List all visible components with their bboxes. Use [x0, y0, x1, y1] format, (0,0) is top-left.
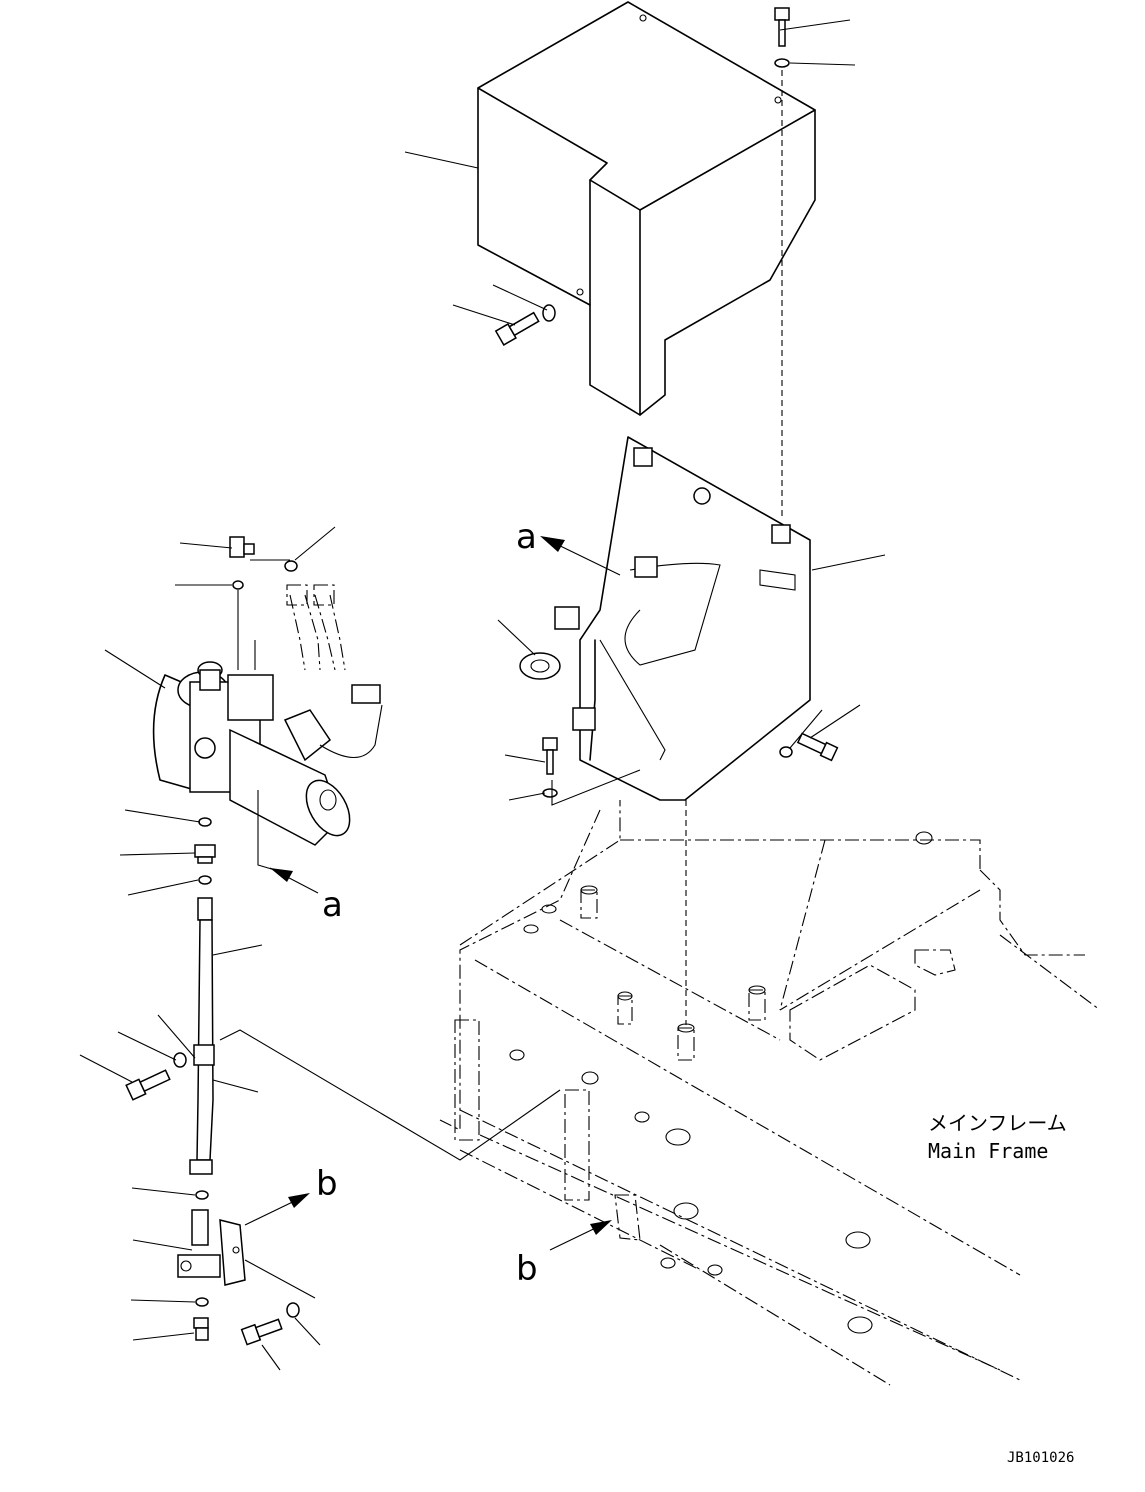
- o-ring: [232, 580, 244, 590]
- washer: [173, 1052, 187, 1068]
- hose-pair: [286, 584, 346, 671]
- main-frame: [439, 800, 1101, 1386]
- cover-panel: [477, 1, 816, 416]
- grommet: [519, 652, 561, 680]
- tee-fitting: [177, 1209, 246, 1286]
- plug: [193, 1317, 209, 1341]
- bracket: [554, 436, 811, 801]
- o-ring: [195, 1297, 209, 1307]
- elbow-fitting: [229, 536, 255, 558]
- main-frame-label-jp: メインフレーム: [928, 1111, 1067, 1135]
- washer: [779, 746, 793, 758]
- view-arrow-a-left: a: [269, 867, 343, 925]
- bolt: [494, 311, 540, 346]
- svg-text:b: b: [516, 1249, 538, 1289]
- frame-boss: [509, 831, 933, 1334]
- o-ring: [198, 875, 212, 885]
- o-ring: [284, 560, 298, 572]
- view-arrow-a-top: a: [516, 517, 621, 576]
- washer: [542, 788, 558, 798]
- bolt: [240, 1318, 283, 1346]
- main-frame-label-en: Main Frame: [928, 1139, 1048, 1163]
- bolt: [125, 1069, 171, 1101]
- leader-lines: [79, 19, 886, 1371]
- bolt: [542, 737, 558, 775]
- o-ring: [198, 817, 212, 827]
- view-arrow-b-bottom: b: [516, 1220, 612, 1289]
- union-fitting: [194, 844, 216, 864]
- bolt: [774, 7, 790, 47]
- washer: [542, 304, 556, 322]
- drawing-number: JB101026: [1007, 1450, 1074, 1466]
- svg-text:b: b: [316, 1164, 338, 1204]
- svg-text:a: a: [322, 885, 343, 925]
- o-ring: [195, 1190, 209, 1200]
- washer: [286, 1302, 300, 1318]
- washer: [774, 58, 790, 68]
- svg-text:a: a: [516, 517, 537, 557]
- hydraulic-hose: [189, 897, 215, 1175]
- bolt: [796, 732, 839, 762]
- view-arrow-b-left: b: [244, 1164, 338, 1226]
- motor-pump: [152, 661, 383, 846]
